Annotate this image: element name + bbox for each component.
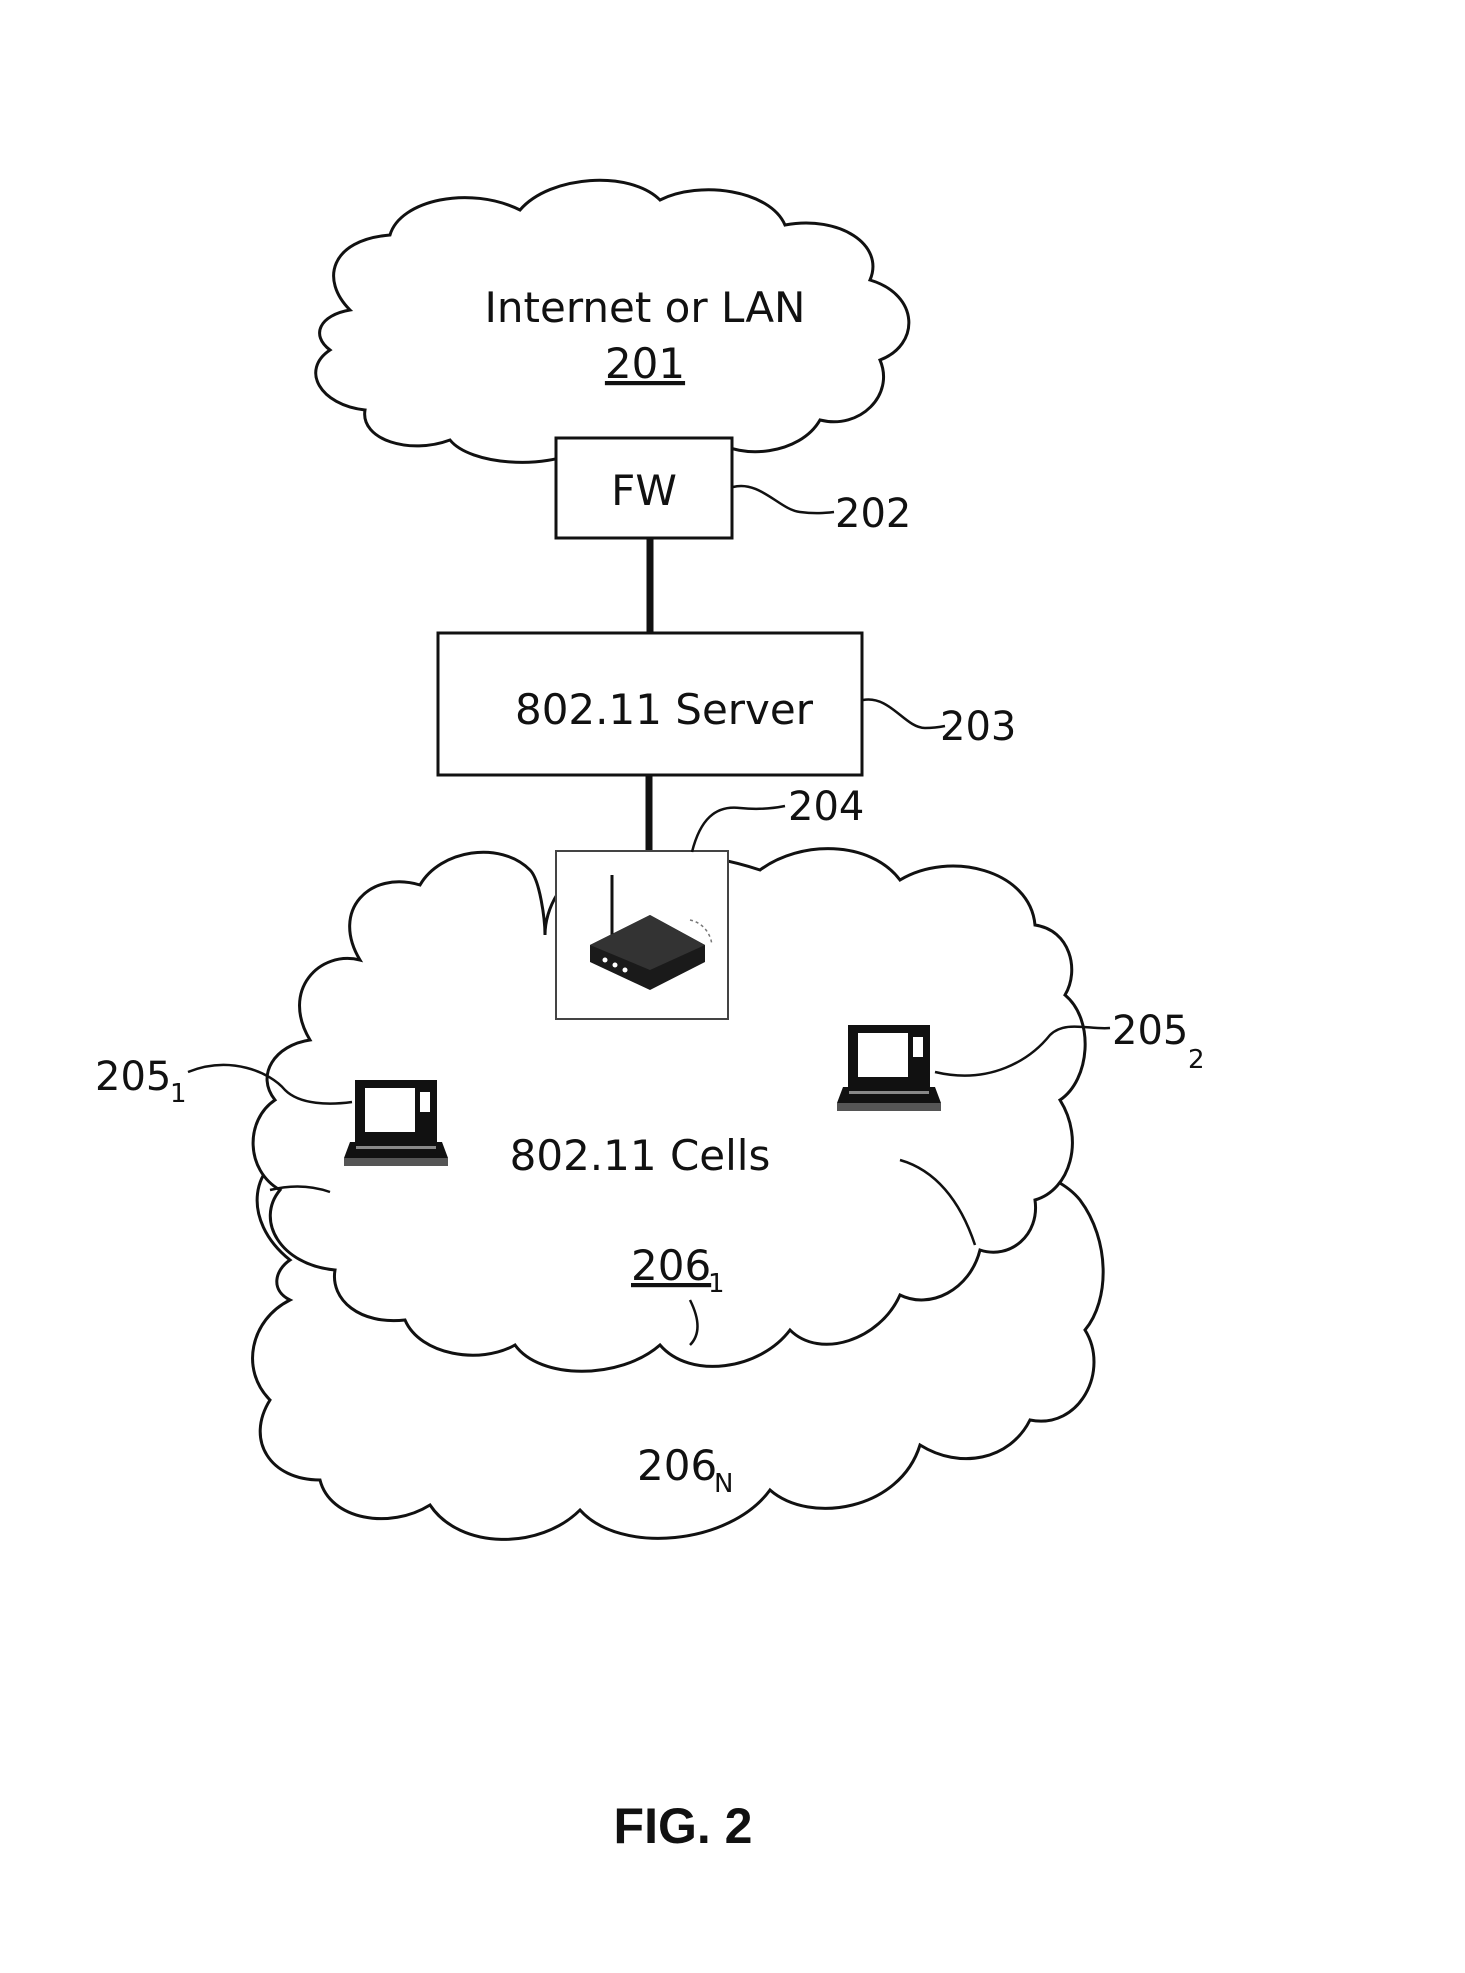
firewall-label: FW xyxy=(611,466,677,515)
laptop-1 xyxy=(344,1080,448,1166)
laptop-1-ref-base: 205 xyxy=(95,1054,171,1100)
server-box: 802.11 Server xyxy=(438,633,862,775)
internet-cloud-ref: 201 xyxy=(605,339,685,388)
cells-label: 802.11 Cells xyxy=(510,1131,771,1180)
firewall-ref: 202 xyxy=(835,491,911,537)
laptop-2 xyxy=(837,1025,941,1111)
laptop-2-ref: 205 2 xyxy=(1112,1008,1205,1075)
laptop-1-ref-sub: 1 xyxy=(170,1079,187,1109)
laptop-2-ref-sub: 2 xyxy=(1188,1045,1205,1075)
laptop-2-ref-base: 205 xyxy=(1112,1008,1188,1054)
figure-caption: FIG. 2 xyxy=(614,1798,753,1854)
internet-cloud: Internet or LAN 201 xyxy=(316,180,909,464)
cell-1-ref-base: 206 xyxy=(631,1241,711,1290)
access-point-ref: 204 xyxy=(788,784,864,830)
firewall-leader xyxy=(733,486,834,513)
server-ref: 203 xyxy=(940,704,1016,750)
laptop-icon xyxy=(837,1025,941,1111)
access-point-leader xyxy=(692,806,785,852)
firewall-box: FW xyxy=(556,438,732,538)
laptop-icon xyxy=(344,1080,448,1166)
server-label: 802.11 Server xyxy=(515,685,814,734)
cell-n-ref-sub: N xyxy=(714,1469,733,1499)
cell-n-ref-base: 206 xyxy=(637,1441,717,1490)
access-point xyxy=(556,851,728,1019)
laptop-1-ref: 205 1 xyxy=(95,1054,187,1109)
cell-1-ref-sub: 1 xyxy=(708,1269,725,1299)
server-leader xyxy=(863,699,945,728)
internet-cloud-label: Internet or LAN xyxy=(485,283,806,332)
